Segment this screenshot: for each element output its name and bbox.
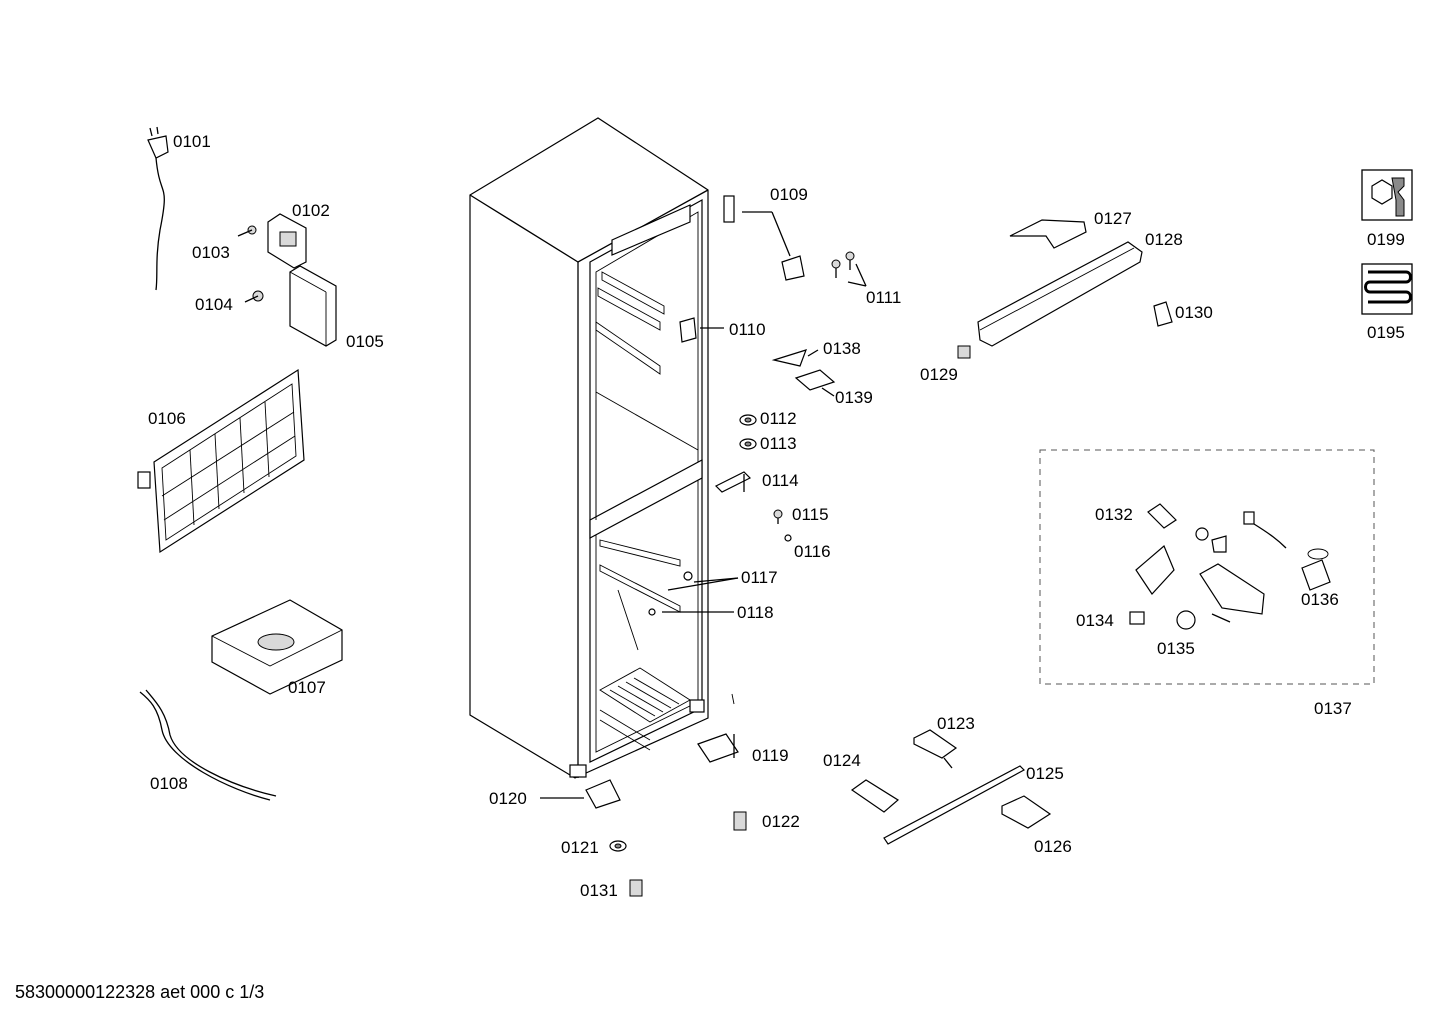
label-0129: 0129 <box>920 365 958 384</box>
part-0122-foot <box>733 811 747 831</box>
label-0119: 0119 <box>752 746 789 765</box>
wrench-nut-icon <box>1361 169 1413 221</box>
part-0123-block <box>913 729 958 769</box>
label-0125: 0125 <box>1026 764 1064 783</box>
label-0107: 0107 <box>288 678 326 697</box>
label-0123: 0123 <box>937 714 975 733</box>
part-0105-electronics-box <box>289 265 337 347</box>
label-0103: 0103 <box>192 243 230 262</box>
label-0110: 0110 <box>729 320 766 339</box>
label-0138: 0138 <box>823 339 861 358</box>
part-0115-screw <box>773 509 783 524</box>
part-0135-diffuser <box>1176 610 1196 630</box>
label-0101: 0101 <box>173 132 211 151</box>
part-0107-drip-tray <box>211 599 343 695</box>
part-0129-clip <box>957 345 971 359</box>
document-id-footer: 58300000122328 aet 000 c 1/3 <box>15 982 264 1002</box>
part-0131-foot <box>629 879 643 897</box>
label-0111: 0111 <box>866 288 901 307</box>
part-0127-cover <box>1009 219 1087 249</box>
label-0120: 0120 <box>489 789 527 808</box>
label-0132: 0132 <box>1095 505 1133 524</box>
label-0117: 0117 <box>741 568 778 587</box>
part-0136-switch-wire <box>1243 511 1331 591</box>
part-0111-screws <box>831 251 867 287</box>
part-0113-washer <box>739 438 757 450</box>
label-0135: 0135 <box>1157 639 1195 658</box>
part-0119-hinge <box>697 693 739 763</box>
part-0133-bulb <box>1195 527 1227 553</box>
label-0137: 0137 <box>1314 699 1352 718</box>
part-lamp-cover <box>1135 545 1175 595</box>
part-0117-pins <box>667 571 739 591</box>
part-0106-vent-grille <box>137 368 305 554</box>
label-0108: 0108 <box>150 774 188 793</box>
part-0101-plug-cord <box>147 126 169 291</box>
label-0126: 0126 <box>1034 837 1072 856</box>
label-0122: 0122 <box>762 812 800 831</box>
label-0139: 0139 <box>835 388 873 407</box>
part-0125-rod <box>883 765 1025 845</box>
label-0102: 0102 <box>292 201 330 220</box>
label-0104: 0104 <box>195 295 233 314</box>
part-0134-clip <box>1129 611 1145 625</box>
label-0134: 0134 <box>1076 611 1114 630</box>
part-0110-bracket <box>679 255 805 343</box>
label-0124: 0124 <box>823 751 861 770</box>
part-0103-screw <box>237 225 257 237</box>
label-0199: 0199 <box>1367 230 1405 249</box>
label-0131: 0131 <box>580 881 618 900</box>
part-0121-washer <box>609 840 627 852</box>
part-lamp-housing <box>1199 563 1265 623</box>
label-0136: 0136 <box>1301 590 1339 609</box>
part-0108-wiring <box>139 689 277 801</box>
part-0120-bottom-hinge <box>540 779 621 809</box>
part-0114-hinge <box>714 471 752 493</box>
label-0127: 0127 <box>1094 209 1132 228</box>
part-0102-bracket <box>267 213 307 269</box>
label-0109: 0109 <box>770 185 808 204</box>
part-0138-light-cover <box>771 349 819 367</box>
part-0137-light-kit <box>1039 449 1375 685</box>
label-0121: 0121 <box>561 838 599 857</box>
label-0195: 0195 <box>1367 323 1405 342</box>
part-0118-plug <box>648 608 734 616</box>
refrigerator-cabinet <box>469 117 709 779</box>
label-0106: 0106 <box>148 409 186 428</box>
part-0104-screw <box>244 290 264 303</box>
part-0126-pad <box>1001 795 1052 829</box>
label-0130: 0130 <box>1175 303 1213 322</box>
label-0118: 0118 <box>737 603 774 622</box>
label-0112: 0112 <box>760 409 797 428</box>
label-0113: 0113 <box>760 434 797 453</box>
part-0139-holder <box>794 369 836 397</box>
label-0128: 0128 <box>1145 230 1183 249</box>
part-0112-washer <box>739 414 757 426</box>
heating-coil-icon <box>1361 263 1413 315</box>
part-0116-cap <box>784 534 792 542</box>
part-0130-connector <box>1153 301 1173 327</box>
label-0115: 0115 <box>792 505 829 524</box>
label-0114: 0114 <box>762 471 799 490</box>
label-0116: 0116 <box>794 542 831 561</box>
part-0128-handle <box>977 241 1143 347</box>
part-0124-holder <box>850 779 900 813</box>
label-0105: 0105 <box>346 332 384 351</box>
part-0132-bulb-socket <box>1147 503 1177 529</box>
part-0109-sensor <box>723 195 791 257</box>
